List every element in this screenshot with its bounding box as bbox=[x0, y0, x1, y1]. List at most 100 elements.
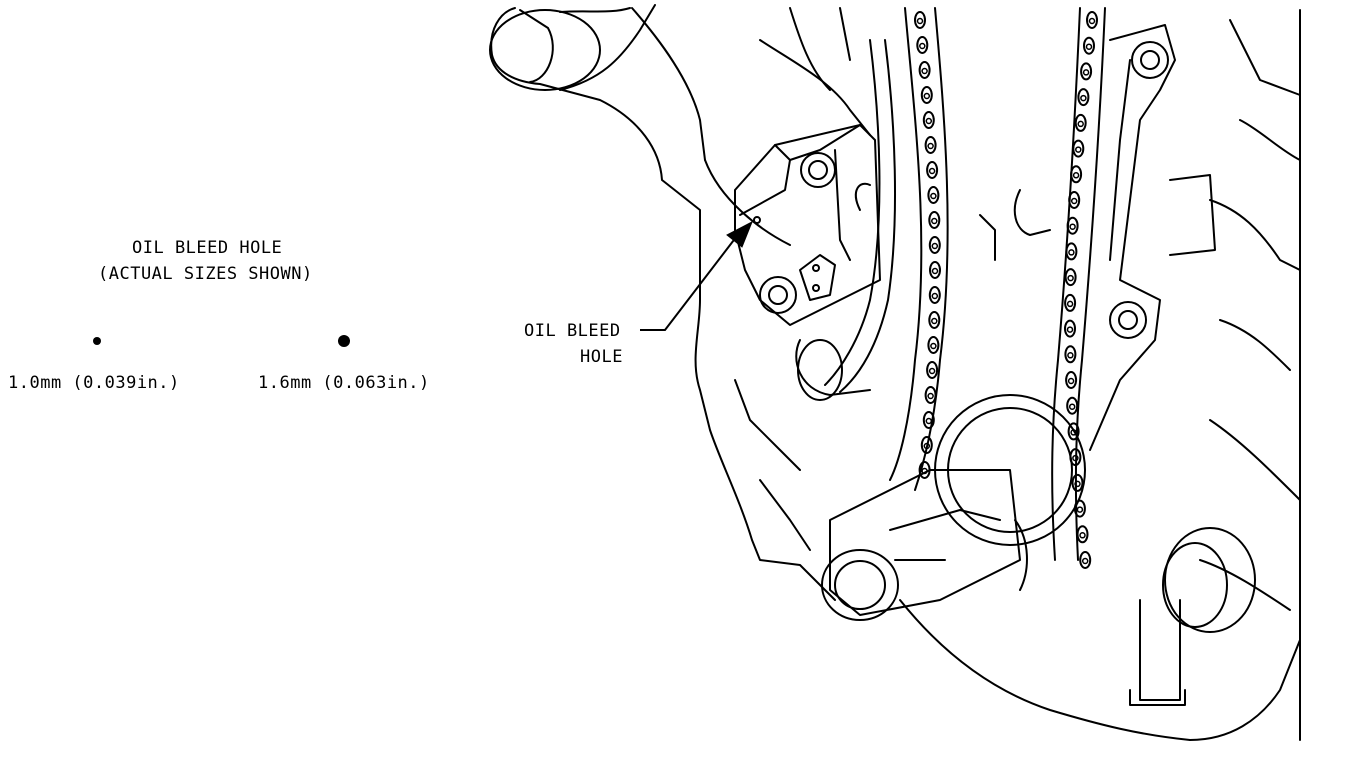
right-chain-link-pin bbox=[1085, 43, 1093, 50]
right-chain-link-pin bbox=[1067, 377, 1075, 385]
left-chain-link-pin bbox=[919, 42, 926, 50]
right-chain-link-pin bbox=[1070, 197, 1078, 205]
left-chain-link bbox=[927, 336, 940, 354]
right-chain-link bbox=[1065, 371, 1078, 389]
left-chain-link bbox=[916, 36, 929, 54]
left-chain-link-pin bbox=[921, 67, 928, 75]
right-chain-link-pin bbox=[1088, 17, 1096, 25]
right-chain-link bbox=[1080, 62, 1093, 81]
large-hole-dot bbox=[338, 335, 350, 347]
right-chain-link-pin bbox=[1075, 146, 1082, 153]
left-chain-link bbox=[928, 286, 941, 304]
right-chain-link bbox=[1073, 499, 1086, 518]
left-plug bbox=[489, 9, 601, 91]
crankshaft-nose bbox=[829, 469, 1021, 616]
top-right-bolt bbox=[1131, 41, 1169, 79]
right-chain-link bbox=[1070, 165, 1083, 184]
large-hole-label: 1.6mm (0.063in.) bbox=[258, 373, 430, 393]
left-chain-link bbox=[922, 411, 935, 429]
legend-title: OIL BLEED HOLE bbox=[132, 238, 283, 258]
right-chain-link-pin bbox=[1066, 326, 1074, 333]
callout-label-line1: OIL BLEED bbox=[524, 321, 621, 341]
right-chain-link bbox=[1066, 396, 1079, 415]
oil-bleed-hole bbox=[753, 216, 761, 224]
left-chain-link bbox=[920, 436, 933, 454]
left-chain-link-pin bbox=[930, 192, 937, 200]
left-chain-link bbox=[928, 236, 941, 254]
right-chain-link-pin bbox=[1069, 223, 1076, 230]
left-chain-link-pin bbox=[931, 267, 939, 275]
right-chain-link bbox=[1083, 36, 1095, 55]
right-chain-link bbox=[1079, 551, 1092, 569]
left-chain-link bbox=[927, 186, 940, 204]
left-chain-link-pin bbox=[921, 467, 928, 475]
tensioner-housing bbox=[734, 124, 881, 326]
right-chain-link-pin bbox=[1067, 274, 1074, 282]
callout-label-line2: HOLE bbox=[580, 347, 623, 367]
right-chain-link-pin bbox=[1070, 429, 1077, 436]
left-chain-link-pin bbox=[928, 167, 936, 175]
right-chain-link-pin bbox=[1066, 300, 1074, 308]
right-chain-guide bbox=[1089, 24, 1176, 451]
left-chain-link-pin bbox=[931, 217, 938, 225]
right-chain-link-pin bbox=[1072, 454, 1079, 462]
right-chain-link bbox=[1069, 448, 1082, 467]
right-chain-link bbox=[1076, 525, 1089, 544]
left-chain-link bbox=[920, 86, 933, 104]
left-chain-link bbox=[928, 211, 941, 229]
left-chain-link-pin bbox=[931, 242, 939, 250]
right-chain-link bbox=[1086, 11, 1098, 29]
right-chain-link-pin bbox=[1080, 94, 1087, 102]
lower-bolt bbox=[759, 276, 797, 314]
left-chain-link-pin bbox=[925, 417, 933, 425]
mid-right-bolt bbox=[1109, 301, 1147, 339]
right-chain-link bbox=[1064, 319, 1076, 338]
left-chain-link bbox=[926, 161, 939, 179]
right-chain-link-pin bbox=[1072, 172, 1080, 179]
left-chain-guide bbox=[824, 39, 881, 386]
right-chain-link-pin bbox=[1076, 506, 1084, 513]
left-chain-link bbox=[929, 261, 941, 279]
right-chain-link bbox=[1067, 422, 1080, 441]
left-chain-link-pin bbox=[927, 392, 934, 400]
right-chain-link-pin bbox=[1074, 480, 1081, 488]
right-chain-link bbox=[1071, 473, 1084, 492]
left-chain-link bbox=[914, 11, 926, 29]
left-chain-link-pin bbox=[916, 17, 924, 25]
right-chain-link bbox=[1068, 191, 1081, 209]
right-chain-link-pin bbox=[1067, 352, 1074, 359]
right-chain-link-pin bbox=[1079, 532, 1086, 539]
left-chain-link-pin bbox=[923, 92, 931, 100]
right-chain-link-pin bbox=[1068, 403, 1076, 410]
left-chain-link-pin bbox=[930, 342, 937, 350]
small-hole-dot bbox=[93, 337, 101, 345]
small-hole-label: 1.0mm (0.039in.) bbox=[8, 373, 180, 393]
right-chain-link bbox=[1074, 113, 1087, 132]
left-chain-link bbox=[924, 136, 937, 154]
right-chain-link bbox=[1064, 268, 1077, 287]
left-chain-link bbox=[928, 311, 941, 329]
right-chain-link bbox=[1065, 242, 1078, 261]
callout-arrowhead bbox=[726, 220, 753, 248]
right-plug bbox=[1164, 527, 1256, 633]
left-chain-link bbox=[918, 61, 931, 79]
chain-link-group bbox=[914, 11, 1098, 569]
legend-subtitle: (ACTUAL SIZES SHOWN) bbox=[98, 264, 313, 284]
left-chain-link bbox=[918, 461, 931, 479]
right-chain-link bbox=[1066, 216, 1079, 235]
left-chain-link-pin bbox=[931, 292, 939, 300]
right-chain-link-pin bbox=[1068, 249, 1075, 256]
left-chain-link-pin bbox=[923, 442, 931, 450]
left-chain-link bbox=[922, 111, 935, 129]
left-chain-link-pin bbox=[927, 142, 934, 150]
left-chain-link-pin bbox=[925, 117, 933, 125]
left-chain-link-pin bbox=[928, 367, 936, 375]
left-chain-link bbox=[924, 386, 937, 404]
upper-bolt bbox=[800, 152, 836, 188]
right-chain-link-pin bbox=[1077, 120, 1084, 128]
right-chain-link bbox=[1077, 88, 1090, 107]
callout-leader bbox=[640, 231, 741, 331]
left-chain-link bbox=[926, 361, 939, 379]
left-chain-link-pin bbox=[931, 317, 938, 325]
